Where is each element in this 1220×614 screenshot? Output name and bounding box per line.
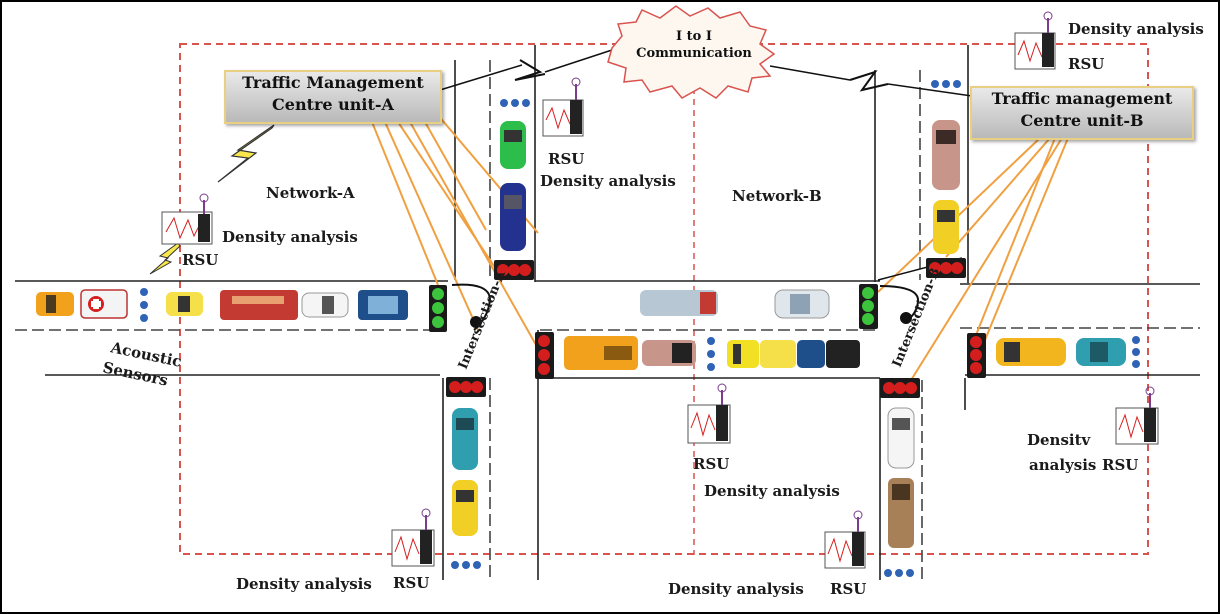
traffic-light-icon (446, 377, 486, 397)
rsu-icon (1115, 386, 1159, 445)
car-icon (452, 408, 478, 470)
rsu-icon (542, 77, 584, 137)
rsu-icon (1014, 11, 1056, 70)
i-to-i-communication-label: I to I Communication (630, 28, 758, 62)
acoustic-sensor-icon (451, 283, 920, 331)
traffic-light-icon (494, 260, 534, 280)
density-analysis-label-b4: Density analysis (668, 580, 804, 598)
car-icon (760, 340, 796, 368)
cloud-icon (607, 5, 776, 99)
car-icon (996, 338, 1066, 366)
car-icon (888, 478, 914, 548)
car-icon (500, 121, 526, 169)
car-icon (642, 340, 696, 366)
lightning-icon (149, 242, 181, 275)
car-icon (826, 340, 860, 368)
car-icon (301, 292, 349, 318)
car-icon (36, 292, 74, 316)
network-b-label: Network-B (732, 187, 822, 205)
rsu-label-b2: RSU (693, 455, 730, 473)
density-analysis-label-b1: Density analysis (1068, 20, 1204, 38)
car-icon (933, 200, 959, 254)
lightning-icon (217, 124, 275, 183)
rsu-label-a1: RSU (182, 251, 219, 269)
density-analysis-label-b3-line-2: analysis (1029, 456, 1097, 474)
tmc-b-line-1: Traffic management (991, 89, 1173, 108)
traffic-light-icon (967, 333, 986, 378)
traffic-light-icon (859, 284, 878, 329)
intersection-a-label: Intersection-A (456, 268, 509, 372)
tmc-unit-b: Traffic management Centre unit-B (970, 86, 1194, 140)
tmc-a-line-1: Traffic Management (242, 73, 424, 92)
car-icon (452, 480, 478, 536)
rsu-label-b4: RSU (830, 580, 867, 598)
tmc-a-line-2: Centre unit-A (272, 95, 394, 114)
tmc-b-line-2: Centre unit-B (1020, 111, 1144, 130)
rsu-label-a3: RSU (393, 574, 430, 592)
car-icon (500, 183, 526, 251)
traffic-light-icon (926, 258, 966, 278)
traffic-light-icon (535, 332, 554, 379)
density-analysis-label-a1: Density analysis (222, 228, 358, 246)
rsu-icon (161, 193, 213, 245)
cloud-line-2: Communication (636, 46, 752, 61)
vehicle-queue-dots-icon (140, 80, 1140, 577)
traffic-light-icon (429, 285, 447, 332)
network-a-label: Network-A (266, 184, 355, 202)
road-network (15, 45, 1200, 580)
tmc-unit-a: Traffic Management Centre unit-A (224, 70, 442, 124)
density-analysis-label-b2: Density analysis (704, 482, 840, 500)
rsu-icons (161, 11, 1159, 569)
car-icon (774, 289, 830, 319)
tmc-links (371, 113, 1069, 386)
cloud-line-1: I to I (676, 29, 712, 44)
car-icon (166, 292, 203, 316)
car-icon (727, 340, 759, 368)
density-analysis-label-a2: Density analysis (540, 172, 676, 190)
ambulance-icon (80, 289, 128, 319)
density-analysis-label-a3: Density analysis (236, 575, 372, 593)
rsu-icon (824, 510, 866, 569)
car-icon (1076, 338, 1126, 366)
car-icon (932, 120, 960, 190)
car-icon (358, 290, 408, 320)
bus-icon (220, 290, 298, 320)
car-icon (640, 290, 718, 316)
vehicles (36, 120, 1126, 548)
rsu-icon (687, 383, 731, 444)
density-analysis-label-b3-line-1: Densitv (1027, 431, 1091, 449)
bus-icon (564, 336, 638, 370)
traffic-light-icon (880, 378, 920, 398)
intersection-b-label: Intersection-B (890, 266, 943, 370)
rsu-label-b3: RSU (1102, 456, 1139, 474)
car-icon (797, 340, 825, 368)
rsu-label-a2: RSU (548, 150, 585, 168)
car-icon (887, 407, 915, 469)
rsu-label-b1: RSU (1068, 55, 1105, 73)
rsu-icon (391, 508, 435, 567)
